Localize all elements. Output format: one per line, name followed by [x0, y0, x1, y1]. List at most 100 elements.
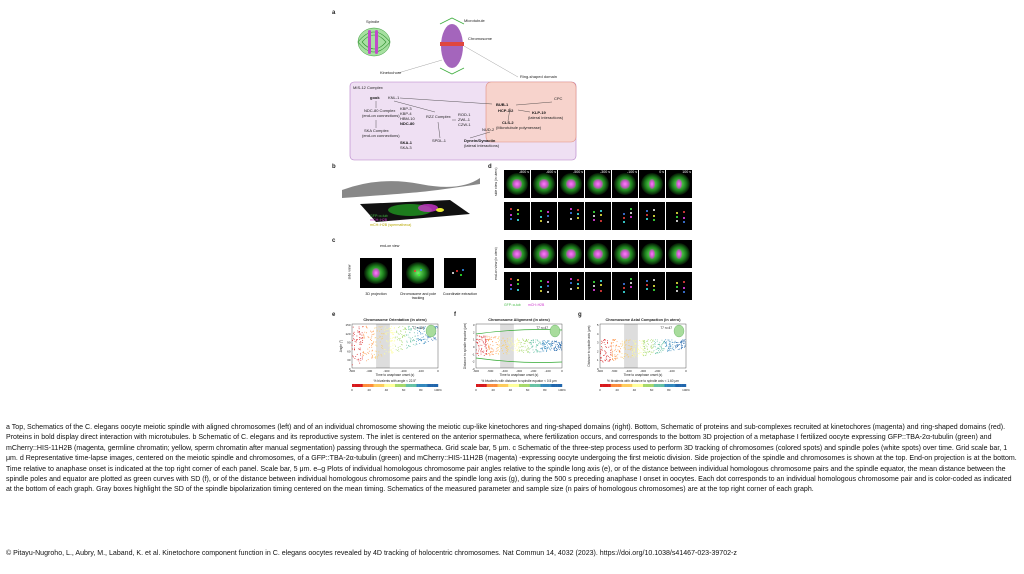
plot-e-point [383, 333, 384, 334]
plot-f-point [483, 351, 484, 352]
plot-e-schematic-icon [426, 325, 436, 337]
plot-e-point [372, 334, 373, 335]
plot-g-point [641, 341, 642, 342]
plot-g-point [676, 342, 677, 343]
plot-e-point [436, 326, 437, 327]
plot-g-point [602, 342, 603, 343]
d-frame [612, 240, 638, 268]
plot-e-colorbar-cell [389, 384, 391, 387]
d-row-side: side view (in utero) [494, 168, 498, 196]
plot-f-point [495, 337, 496, 338]
plot-f-point [549, 349, 550, 350]
plot-g-sample: 77 n=47 [660, 326, 672, 330]
plot-e-point [417, 339, 418, 340]
plot-f-point [551, 342, 552, 343]
plot-f-point [477, 339, 478, 340]
plot-f-point [519, 351, 520, 352]
plot-e-point [400, 330, 401, 331]
plot-g-point [643, 350, 644, 351]
plot-e-point [390, 341, 391, 342]
plot-f-point [523, 346, 524, 347]
plot-f-point [491, 337, 492, 338]
plot-f-point [518, 341, 519, 342]
plot-e-colorbar-tick: 20 [368, 388, 372, 392]
panel-c: end-on view side view 3D projection Chro… [340, 242, 482, 312]
plot-e-colorbar-cell [369, 384, 371, 387]
plot-e-point [394, 344, 395, 345]
plot-g-point [634, 357, 635, 358]
plot-g-xtick: -600 [597, 369, 603, 373]
plot-g-point [619, 351, 620, 352]
plot-e-point [391, 332, 392, 333]
plot-e-point [407, 342, 408, 343]
plot-f-point [503, 353, 504, 354]
plot-g-point [646, 353, 647, 354]
plot-g-point [622, 343, 623, 344]
plot-f-point [547, 347, 548, 348]
plot-e-point [402, 349, 403, 350]
plot-f-point [517, 344, 518, 345]
plot-e-point [355, 356, 356, 357]
plot-f-point [533, 339, 534, 340]
plot-g-point [650, 354, 651, 355]
plot-f-point [493, 351, 494, 352]
plot-g-point [624, 347, 625, 348]
d-track-dot [517, 209, 519, 211]
plot-f-colorbar-cell [530, 384, 532, 387]
c-step3-label: Coordinate extraction [438, 292, 482, 296]
plot-e-colorbar-cell [374, 384, 376, 387]
plot-e-colorbar-cell [421, 384, 423, 387]
plot-g-colorbar-cell [647, 384, 649, 387]
d-frame [531, 202, 557, 230]
plot-g-point [622, 341, 623, 342]
d-track-dot [510, 284, 512, 286]
plot-g-colorbar-cell [634, 384, 636, 387]
plot-e-point [368, 337, 369, 338]
plot-e-point [358, 359, 359, 360]
plot-e-colorbar-cell [432, 384, 434, 387]
plot-g-point [624, 343, 625, 344]
plot-f-point [481, 336, 482, 337]
d-track-dot [630, 208, 632, 210]
plot-f-point [486, 347, 487, 348]
plot-g-point [601, 357, 602, 358]
plot-g-point [645, 352, 646, 353]
plot-g-point [627, 354, 628, 355]
plot-f-point [536, 344, 537, 345]
plot-e-point [372, 357, 373, 358]
plot-e-point [395, 346, 396, 347]
plot-e-point [396, 331, 397, 332]
plot-e-point [368, 353, 369, 354]
plot-g-point [613, 345, 614, 346]
plot-f-colorbar-cell [487, 384, 489, 387]
plot-g-point [643, 341, 644, 342]
plot-e-point [361, 338, 362, 339]
plot-f-point [549, 348, 550, 349]
plot-g-point [654, 343, 655, 344]
d-track-dot [683, 211, 685, 213]
plot-g-point [675, 341, 676, 342]
plot-f-point [498, 341, 499, 342]
plot-e-point [374, 354, 375, 355]
plot-g-point [661, 346, 662, 347]
plot-f-point [555, 347, 556, 348]
plot-e-point [372, 344, 373, 345]
plot-f-point [555, 344, 556, 345]
plot-e-point [363, 335, 364, 336]
plot-f-point [561, 349, 562, 350]
plot-g-point [602, 361, 603, 362]
plot-f-point [485, 346, 486, 347]
plot-f-point [517, 352, 518, 353]
plot-f-ylabel: Distance to spindle equator (μm) [463, 323, 467, 369]
plot-g-point [685, 344, 686, 345]
plot-g-point [672, 348, 673, 349]
panel-c-label: c [332, 238, 335, 244]
plot-e-point [353, 357, 354, 358]
plot-g-point [634, 349, 635, 350]
plot-f-point [548, 347, 549, 348]
plot-f-ytick: 1 [473, 338, 475, 342]
plot-e-point [384, 330, 385, 331]
d-frame [504, 240, 530, 268]
plot-f-point [486, 336, 487, 337]
plot-f-point [549, 340, 550, 341]
